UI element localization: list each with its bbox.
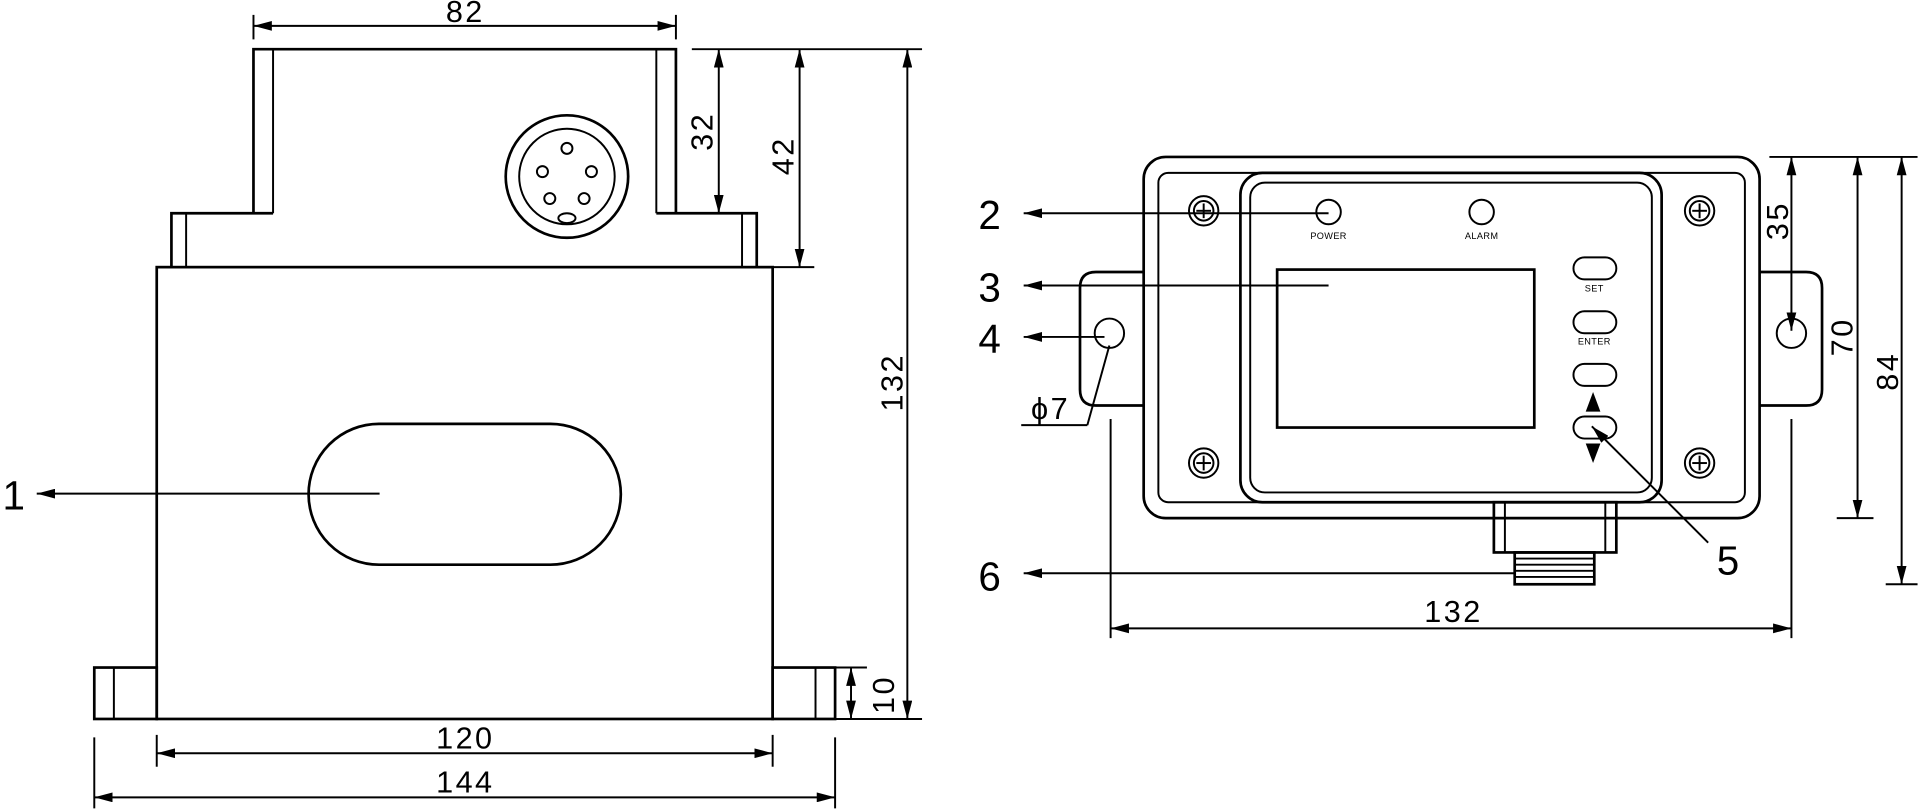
- screw-icon: [1683, 195, 1716, 227]
- dim-144-label: 144: [436, 765, 494, 799]
- dim-35-label: 35: [1761, 201, 1795, 240]
- cable-gland: [1492, 500, 1618, 554]
- left-mounting-ear: [1078, 270, 1144, 407]
- power-led-label: POWER: [1310, 231, 1347, 241]
- left-flange: [170, 211, 274, 268]
- callout-5-arrow: [1591, 425, 1709, 544]
- top-bracket-outline: [252, 47, 678, 214]
- dim-42-label: 42: [766, 136, 800, 175]
- screw-icon: [1683, 447, 1716, 479]
- dim-82-label: 82: [446, 0, 485, 29]
- left-mounting-hole: [1093, 317, 1126, 349]
- hole-diameter-label: ϕ7: [1031, 392, 1070, 426]
- right-flange: [656, 211, 759, 268]
- third-button: [1572, 362, 1618, 387]
- hole-diameter-leader: [1086, 345, 1111, 426]
- dim-10-label: 10: [867, 675, 901, 714]
- dim-32-label: 32: [686, 112, 720, 151]
- down-arrow-icon: [1585, 443, 1601, 464]
- screw-icon: [1188, 195, 1220, 227]
- front-view: 82 32 42 132 10 120 144 1: [2, 0, 923, 809]
- left-foot: [92, 666, 159, 721]
- side-view: POWER ALARM SET ENTER 2 3 4 ϕ7: [978, 155, 1918, 639]
- screw-icon: [1188, 447, 1220, 479]
- callout-6-label: 6: [978, 553, 1000, 599]
- dim-132-left-label: 132: [875, 353, 909, 411]
- enter-button: [1572, 310, 1618, 335]
- housing-outer: [1142, 155, 1761, 520]
- dim-132-right-label: 132: [1424, 595, 1482, 629]
- power-led-icon: [1315, 198, 1342, 226]
- up-arrow-icon: [1585, 392, 1601, 412]
- alarm-led-icon: [1468, 198, 1495, 226]
- alarm-led-label: ALARM: [1465, 231, 1498, 241]
- display-panel-inner: [1249, 181, 1653, 494]
- set-button-label: SET: [1585, 284, 1604, 294]
- set-button: [1572, 256, 1618, 281]
- housing-inner: [1157, 171, 1746, 504]
- right-foot: [771, 666, 837, 721]
- enter-button-label: ENTER: [1578, 336, 1611, 346]
- dim-70-label: 70: [1826, 317, 1860, 356]
- callout-1-label: 1: [2, 473, 24, 519]
- fourth-button: [1572, 415, 1618, 440]
- callout-3-label: 3: [978, 264, 1000, 310]
- callout-4-label: 4: [978, 316, 1000, 362]
- gland-thread: [1513, 551, 1596, 586]
- callout-5-label: 5: [1717, 537, 1739, 583]
- round-connector-icon: [504, 113, 630, 240]
- dim-120-label: 120: [436, 721, 494, 755]
- right-mounting-ear: [1759, 270, 1824, 407]
- display-panel-frame: [1239, 171, 1663, 504]
- callout-2-label: 2: [978, 192, 1000, 238]
- lcd-screen: [1275, 268, 1536, 429]
- dim-84-label: 84: [1871, 352, 1905, 391]
